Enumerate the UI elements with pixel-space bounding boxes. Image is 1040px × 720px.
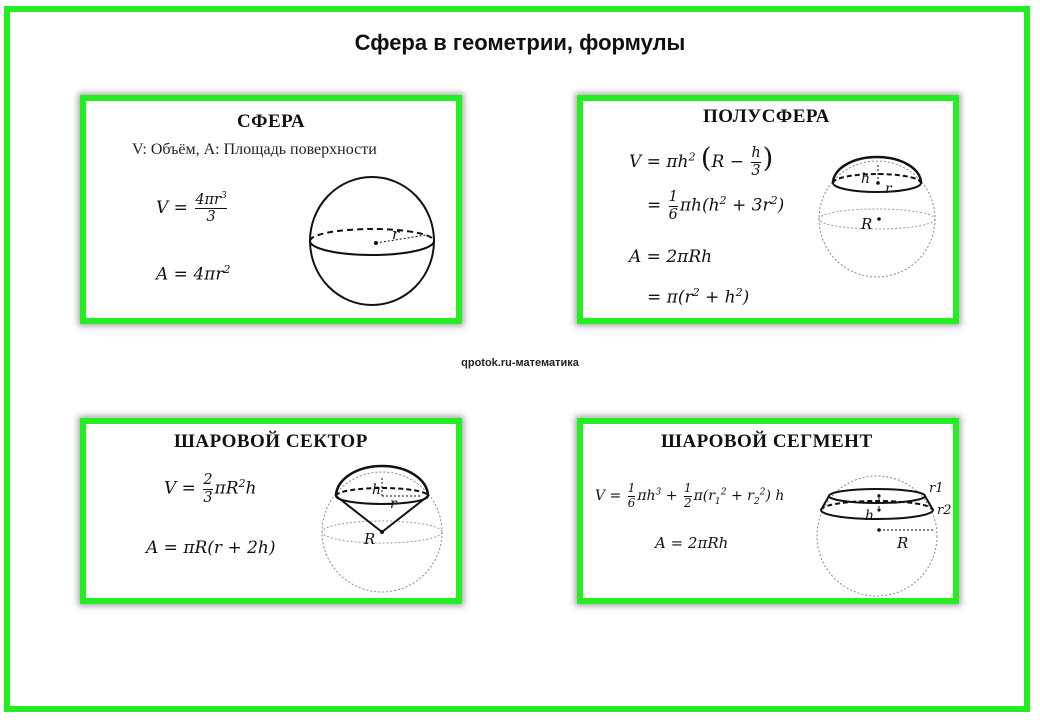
watermark: qpotok.ru-математика: [461, 357, 579, 369]
formula-area: A = πR(r + 2h): [146, 538, 276, 558]
card-title: ШАРОВОЙ СЕГМЕНТ: [661, 431, 873, 452]
page-title: Сфера в геометрии, формулы: [354, 30, 686, 55]
formula-area: A = 2πRh: [629, 247, 713, 267]
svg-text:R: R: [860, 215, 872, 233]
svg-text:h: h: [861, 171, 870, 187]
svg-text:R: R: [363, 530, 375, 548]
hemisphere-figure: h r R: [818, 155, 936, 278]
svg-text:h: h: [372, 482, 381, 498]
card-title: ШАРОВОЙ СЕКТОР: [174, 431, 368, 452]
formula-area: A = 4πr2: [156, 263, 231, 285]
card-title: СФЕРА: [236, 111, 306, 132]
svg-text:r2: r2: [937, 503, 952, 518]
svg-text:h: h: [865, 508, 874, 524]
segment-figure: h r1 r2 R: [816, 475, 952, 597]
svg-text:R: R: [896, 534, 908, 552]
card-title: ПОЛУСФЕРА: [703, 106, 830, 127]
sector-figure: h r R: [321, 464, 443, 593]
card-sphere: СФЕРА V: Объём, A: Площадь поверхности V…: [80, 95, 462, 324]
card-subtitle: V: Объём, A: Площадь поверхности: [132, 141, 377, 158]
formula-area-expanded: = π(r2 + h2): [647, 286, 750, 308]
svg-text:r: r: [885, 181, 893, 197]
label-r: r: [392, 225, 400, 243]
svg-text:r: r: [390, 496, 398, 512]
svg-text:r1: r1: [929, 481, 944, 496]
formula-area: A = 2πRh: [655, 534, 729, 552]
sphere-figure: r: [309, 176, 435, 306]
